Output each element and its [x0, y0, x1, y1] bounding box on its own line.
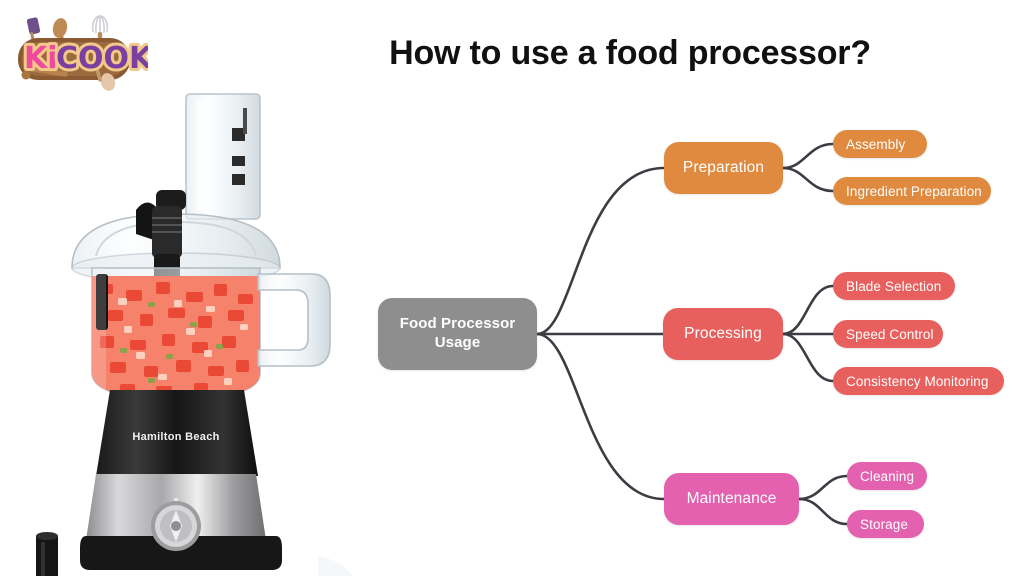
leaf-label-consistency-monitoring: Consistency Monitoring	[846, 373, 989, 389]
edge-maintenance-cleaning	[797, 474, 849, 501]
processor-bowl	[91, 267, 261, 400]
logo-text-cook: COOK	[56, 41, 148, 76]
page-title: How to use a food processor?	[389, 34, 871, 72]
mindmap-branch-maintenance[interactable]: Maintenance	[664, 473, 799, 525]
logo-text-ki: Ki	[24, 41, 58, 76]
mindmap-leaf-assembly[interactable]: Assembly	[833, 130, 927, 158]
mindmap-branch-preparation[interactable]: Preparation	[664, 142, 783, 194]
kicook-logo: Ki Ki COOK COOK	[8, 6, 148, 98]
control-dial[interactable]	[151, 501, 201, 551]
branch-label-maintenance: Maintenance	[686, 490, 777, 507]
mindmap-leaf-speed-control[interactable]: Speed Control	[833, 320, 943, 348]
leaf-label-ingredient-preparation: Ingredient Preparation	[846, 183, 982, 199]
utensil-front-icons	[21, 62, 116, 91]
edge-root-maintenance	[535, 332, 666, 501]
leaf-label-storage: Storage	[860, 516, 908, 532]
edge-preparation-ingredient	[781, 166, 835, 193]
mindmap-branch-processing[interactable]: Processing	[663, 308, 783, 360]
logo-wordmark: Ki Ki COOK COOK	[21, 38, 148, 79]
branch-label-processing: Processing	[684, 325, 762, 342]
edge-processing-consistency	[781, 332, 835, 383]
logo-graphic: Ki Ki COOK COOK	[18, 15, 148, 91]
mindmap-leaf-ingredient-preparation[interactable]: Ingredient Preparation	[833, 177, 991, 205]
svg-text:Ki: Ki	[24, 41, 58, 76]
leaf-label-assembly: Assembly	[846, 136, 906, 152]
edge-processing-blade	[781, 284, 835, 336]
mindmap-leaf-blade-selection[interactable]: Blade Selection	[833, 272, 955, 300]
food-processor-illustration: Hamilton Beach	[36, 93, 353, 576]
background-accessory	[318, 556, 353, 576]
edge-preparation-assembly	[781, 142, 835, 170]
chopped-tomatoes	[92, 276, 260, 399]
mindmap-leaf-consistency-monitoring[interactable]: Consistency Monitoring	[833, 367, 1004, 395]
edge-root-preparation	[535, 166, 666, 336]
leaf-label-speed-control: Speed Control	[846, 326, 934, 342]
leaf-label-cleaning: Cleaning	[860, 468, 915, 484]
bowl-inner-tab	[96, 274, 108, 330]
mindmap-leaf-storage[interactable]: Storage	[847, 510, 924, 538]
brand-label: Hamilton Beach	[132, 431, 219, 443]
svg-text:COOK: COOK	[56, 41, 148, 76]
bowl-handle	[257, 273, 331, 367]
branch-label-preparation: Preparation	[682, 159, 765, 176]
steel-base	[80, 474, 282, 570]
edge-maintenance-storage	[797, 497, 849, 526]
food-processor-photo: Hamilton Beach	[0, 78, 360, 576]
food-pusher-accessory	[36, 532, 58, 576]
motor-body: Hamilton Beach	[96, 390, 258, 476]
leaf-label-blade-selection: Blade Selection	[846, 278, 942, 294]
feed-chute	[185, 93, 261, 220]
mindmap-leaf-cleaning[interactable]: Cleaning	[847, 462, 927, 490]
